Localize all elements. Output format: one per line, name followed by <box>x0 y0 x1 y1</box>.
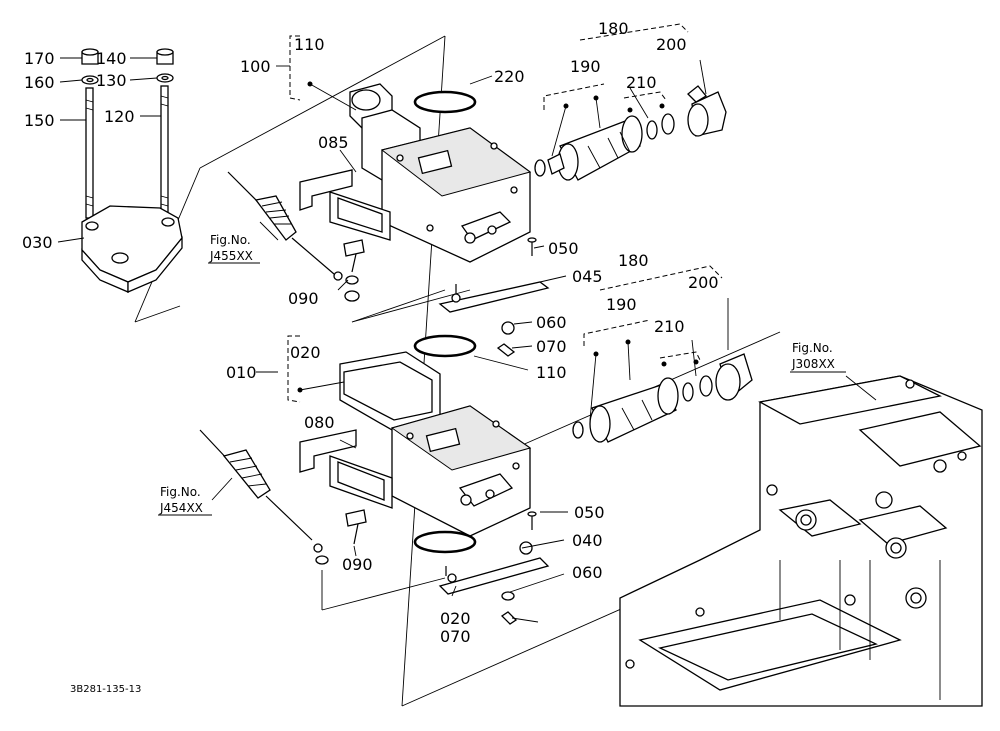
ref-upper-code: J455XX <box>209 249 253 263</box>
label-060-lower: 060 <box>572 563 603 582</box>
label-210-lower: 210 <box>654 317 685 336</box>
label-040: 040 <box>572 531 603 550</box>
group-dots <box>297 81 699 393</box>
cover-plate-030 <box>81 205 183 293</box>
part-labels: 170 160 150 140 130 120 030 100 110 085 … <box>22 19 719 646</box>
upper-spool-190 <box>547 115 643 181</box>
stud-150 <box>85 87 94 219</box>
label-020-lower: 020 <box>440 609 471 628</box>
label-070-lower: 070 <box>440 627 471 646</box>
label-170: 170 <box>24 49 55 68</box>
label-220: 220 <box>494 67 525 86</box>
label-090-upper: 090 <box>288 289 319 308</box>
label-180-upper: 180 <box>598 19 629 38</box>
ref-upper-title: Fig.No. <box>210 233 251 247</box>
lower-lever-040 <box>438 541 550 625</box>
label-010: 010 <box>226 363 257 382</box>
upper-valve-assembly <box>349 83 532 263</box>
label-140: 140 <box>96 49 127 68</box>
upper-lever-045 <box>438 281 550 357</box>
lower-bolt-090 <box>345 509 367 545</box>
ref-housing-title: Fig.No. <box>792 341 833 355</box>
lower-cap-200 <box>715 353 753 401</box>
ref-lower-title: Fig.No. <box>160 485 201 499</box>
housing-j308 <box>619 375 983 707</box>
label-150: 150 <box>24 111 55 130</box>
label-110-lower: 110 <box>536 363 567 382</box>
lower-cable <box>199 429 329 565</box>
lower-rings-210 <box>682 375 713 402</box>
label-085: 085 <box>318 133 349 152</box>
label-190-lower: 190 <box>606 295 637 314</box>
o-ring-110 <box>413 334 477 358</box>
o-ring-020 <box>413 530 477 554</box>
label-050-upper: 050 <box>548 239 579 258</box>
bracket-080 <box>299 429 393 509</box>
label-060-upper: 060 <box>536 313 567 332</box>
upper-pin-050 <box>527 237 537 256</box>
upper-o-ring-small <box>534 159 546 177</box>
figure-refs: Fig.No. J455XX Fig.No. J454XX Fig.No. J3… <box>158 233 846 516</box>
label-030: 030 <box>22 233 53 252</box>
label-190-upper: 190 <box>570 57 601 76</box>
label-110-upper: 110 <box>294 35 325 54</box>
nut-140 <box>156 48 174 65</box>
nut-170 <box>81 48 99 65</box>
label-100: 100 <box>240 57 271 76</box>
label-210-upper: 210 <box>626 73 657 92</box>
washer-130 <box>156 73 174 83</box>
label-160: 160 <box>24 73 55 92</box>
lower-o-ring-small <box>572 421 584 439</box>
bracket-085 <box>299 169 391 241</box>
upper-rings-210 <box>646 113 675 140</box>
ref-lower-code: J454XX <box>159 501 203 515</box>
leader-lines <box>57 57 877 623</box>
lower-valve-assembly <box>339 351 532 537</box>
label-180-lower: 180 <box>618 251 649 270</box>
o-ring-220 <box>413 90 477 114</box>
stud-120 <box>160 85 169 219</box>
lower-pin-050 <box>527 511 537 530</box>
label-200-lower: 200 <box>688 273 719 292</box>
upper-clamp-200 <box>687 85 727 137</box>
label-120: 120 <box>104 107 135 126</box>
label-090-lower: 090 <box>342 555 373 574</box>
label-050-lower: 050 <box>574 503 605 522</box>
label-070-upper: 070 <box>536 337 567 356</box>
label-130: 130 <box>96 71 127 90</box>
upper-bolt-090 <box>343 239 365 302</box>
label-020-upper: 020 <box>290 343 321 362</box>
label-080: 080 <box>304 413 335 432</box>
ref-housing-code: J308XX <box>791 357 835 371</box>
label-045: 045 <box>572 267 603 286</box>
label-200-upper: 200 <box>656 35 687 54</box>
lower-spool-190 <box>589 377 679 443</box>
group-brackets <box>287 23 723 403</box>
drawing-code: 3B281-135-13 <box>70 684 141 695</box>
upper-cable <box>227 171 343 281</box>
